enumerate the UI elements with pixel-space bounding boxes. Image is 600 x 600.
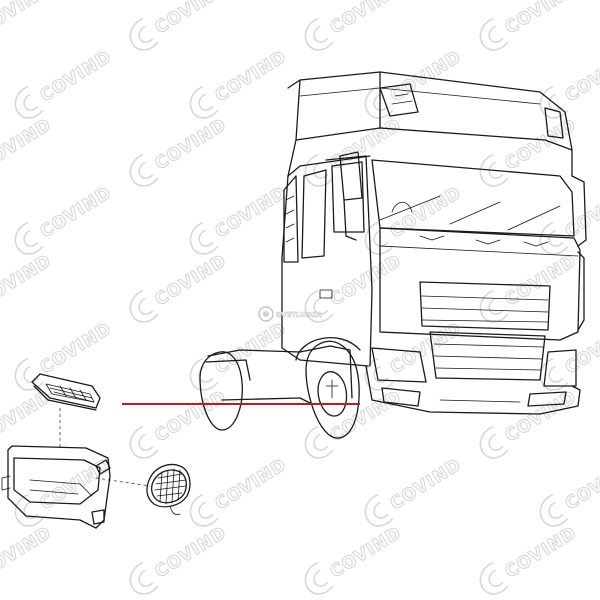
watermark: COVIND [304,386,406,459]
watermark-text: COVIND [0,0,55,38]
watermark-text: COVIND [562,47,600,107]
covind-logo-icon [364,493,394,527]
covind-logo-icon [304,425,334,459]
covind-logo-icon [539,221,569,255]
covind-logo-icon [539,493,569,527]
watermark: COVIND [304,0,406,51]
watermark: COVIND [479,0,581,51]
covind-logo-icon [189,221,219,255]
watermark-text: COVIND [562,455,600,515]
watermark: COVIND [0,0,56,39]
watermark-text: COVIND [502,387,581,447]
watermark: COVIND [14,182,116,255]
round-grille-part-illustration [146,463,191,516]
watermark: COVIND [14,318,116,391]
watermark-text: COVIND [502,0,581,38]
covind-logo-icon [129,289,159,323]
watermark-text: COVIND [562,319,600,379]
watermark-text: COVIND [0,115,55,175]
watermark: COVIND [0,250,56,311]
watermark: COVIND [364,318,466,391]
covind-logo-icon [304,17,334,51]
watermark-text: COVIND [0,251,55,311]
watermark-text: COVIND [37,455,116,515]
covind-logo-icon [479,289,509,323]
covind-logo-icon [129,561,159,595]
watermark-text: COVIND [152,0,231,38]
covind-logo-icon [14,357,44,391]
watermark: COVIND [479,522,581,595]
watermark-text: COVIND [387,47,466,107]
step-part-illustration [31,373,101,411]
watermark: COVIND [304,114,406,187]
watermark: COVIND [189,454,291,527]
watermark: COVIND [129,114,231,187]
watermark: COVIND [0,522,56,583]
watermark: COVIND [129,386,231,459]
watermark-text: COVIND [387,319,466,379]
watermark: COVIND [189,182,291,255]
watermark-text: COVIND [212,455,291,515]
covind-logo-icon [539,357,569,391]
watermark: COVIND [539,454,600,527]
covind-logo-icon [479,153,509,187]
watermark: COVIND [189,46,291,119]
connector-dashed-line [95,477,151,487]
watermark-text: COVIND [212,319,291,379]
watermark: COVIND [364,46,466,119]
watermark-text: COVIND [502,523,581,583]
watermark: COVIND [0,114,56,175]
watermark-text: COVIND [37,319,116,379]
covind-logo-icon [479,425,509,459]
watermark: COVIND [479,114,581,187]
watermark: COVIND [364,454,466,527]
watermark: COVIND [129,522,231,595]
covind-logo-icon [14,221,44,255]
covind-logo-icon [364,85,394,119]
watermark-text: COVIND [327,387,406,447]
covind-logo-icon [304,561,334,595]
watermark-text: COVIND [37,47,116,107]
watermark-text: COVIND [0,523,55,583]
watermark: COVIND [129,250,231,323]
covind-logo-icon [129,425,159,459]
watermark-text: COVIND [562,183,600,243]
covind-logo-icon [304,289,334,323]
step-housing-part-illustration [1,445,111,529]
covind-logo-icon [479,17,509,51]
watermark-text: COVIND [502,251,581,311]
watermark: COVIND [129,0,231,51]
covind-logo-icon [364,221,394,255]
watermark-text: COVIND [152,115,231,175]
watermark-text: COVIND [387,455,466,515]
stamp-text: SVETLUSKA [276,311,322,319]
watermark: COVIND [304,522,406,595]
covind-logo-icon [14,85,44,119]
covind-logo-icon [479,561,509,595]
covind-logo-icon [189,85,219,119]
watermark-text: COVIND [327,523,406,583]
watermark-text: COVIND [212,47,291,107]
svetluska-stamp: SVETLUSKA [258,306,323,322]
watermark-text: COVIND [152,523,231,583]
covind-logo-icon [129,153,159,187]
watermark-text: COVIND [502,115,581,175]
watermark: COVIND [539,46,600,119]
watermark-text: COVIND [37,183,116,243]
watermark: COVIND [539,182,600,255]
watermark-text: COVIND [327,251,406,311]
covind-logo-icon [129,17,159,51]
watermark-text: COVIND [152,387,231,447]
truck-cab-illustration [199,71,587,439]
watermark-text: COVIND [327,0,406,38]
watermark-text: COVIND [152,251,231,311]
covind-logo-icon [189,493,219,527]
watermark: COVIND [14,46,116,119]
watermark-text: COVIND [212,183,291,243]
covind-logo-icon [304,153,334,187]
